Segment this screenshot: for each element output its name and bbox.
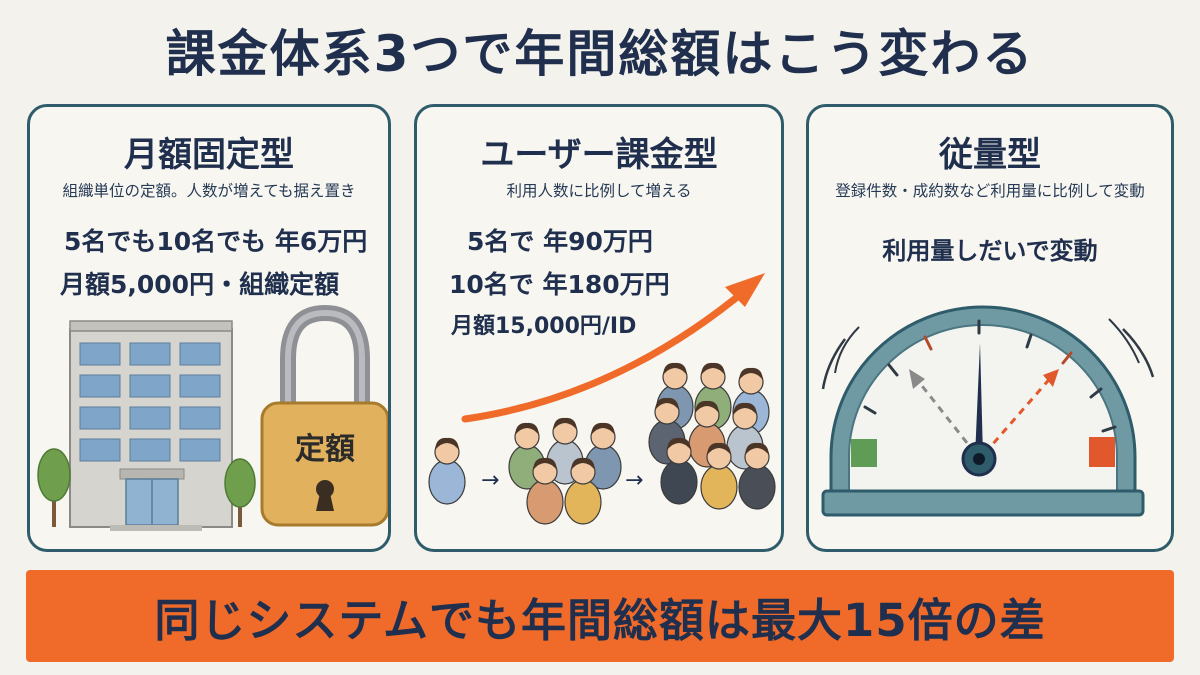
card-subtitle: 利用人数に比例して増える [506, 182, 692, 200]
page-title: 課金体系3つで年間総額はこう変わる [165, 25, 1035, 83]
card-price-line: 5名でも10名でも 年6万円 [64, 227, 368, 256]
gauge-meter-icon [821, 305, 1155, 517]
card-subtitle: 登録件数・成約数など利用量に比例して変動 [835, 182, 1145, 200]
svg-text:→: → [481, 468, 499, 493]
office-building-icon [37, 320, 256, 531]
svg-text:→: → [625, 468, 643, 493]
card-usage-based: 従量型 登録件数・成約数など利用量に比例して変動 利用量しだいで変動 [806, 104, 1174, 552]
card-fixed-monthly: 月額固定型 組織単位の定額。人数が増えても据え置き 5名でも10名でも 年6万円… [27, 104, 391, 552]
card-price-line: 5名で 年90万円 [467, 227, 653, 256]
card-title: ユーザー課金型 [480, 135, 718, 175]
lock-label: 定額 [295, 432, 355, 467]
card-subtitle: 組織単位の定額。人数が増えても据え置き [62, 182, 356, 200]
card-per-user: ユーザー課金型 利用人数に比例して増える 5名で 年90万円 10名で 年180… [414, 104, 784, 552]
banner-text: 同じシステムでも年間総額は最大15倍の差 [154, 593, 1046, 647]
card-price-line: 利用量しだいで変動 [882, 237, 1098, 265]
card-title: 従量型 [939, 135, 1041, 175]
card-price-line: 10名で 年180万円 [449, 270, 670, 299]
gauge-illustration [821, 305, 1155, 517]
people-group-icon: → → [428, 362, 776, 525]
growth-arrow-icon [461, 273, 765, 423]
office-lock-illustration: 定額 [37, 304, 388, 531]
people-growth-illustration: → → [428, 273, 776, 525]
summary-banner: 同じシステムでも年間総額は最大15倍の差 [26, 570, 1174, 662]
card-price-line: 月額5,000円・組織定額 [60, 270, 340, 299]
card-price-line: 月額15,000円/ID [451, 314, 637, 339]
card-title: 月額固定型 [124, 135, 294, 175]
padlock-icon: 定額 [260, 304, 388, 527]
